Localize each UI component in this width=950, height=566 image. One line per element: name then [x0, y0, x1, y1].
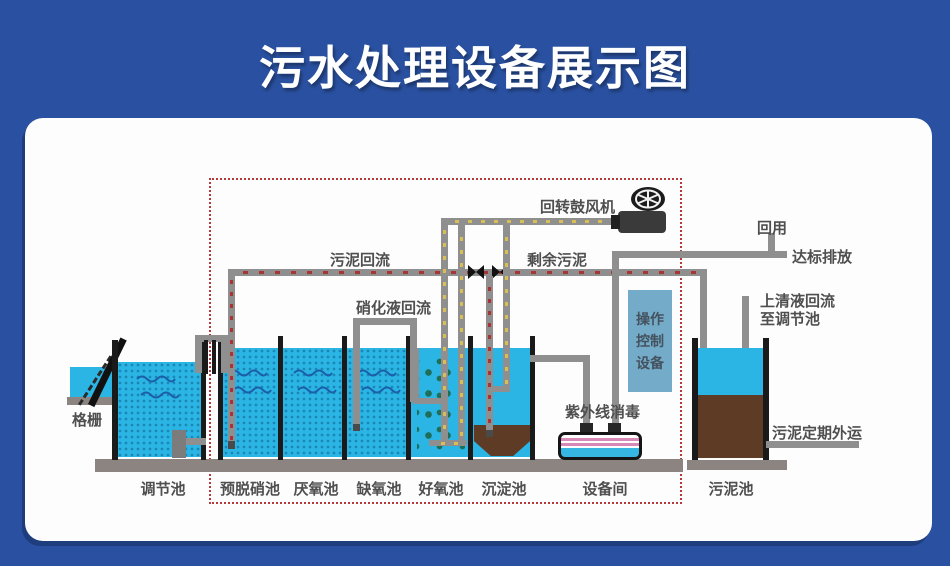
wave-icon [136, 375, 176, 383]
equipment-room-label: 设备间 [582, 481, 628, 498]
anoxic-tank-label: 缺氧池 [356, 481, 402, 498]
sludge-tank-sludge [698, 395, 763, 458]
pipe-tip [486, 430, 493, 437]
blower-body [618, 211, 666, 233]
valve-icon [468, 265, 484, 279]
sedimentation-tank-label: 沉淀池 [481, 481, 527, 498]
air-drop-pipe-1 [441, 218, 448, 440]
transfer-bridge-left-leg [195, 335, 202, 373]
supernatant-return-label-line1: 上清液回流 [760, 293, 836, 310]
aerobic-diffuser-bar [429, 440, 467, 446]
pre-denit-tank-label: 预脱硝池 [219, 481, 281, 498]
regulating-tank-label: 调节池 [140, 481, 186, 498]
nitrified-return-right-leg [410, 318, 417, 402]
control-cabinet-text-line3: 设备 [636, 355, 664, 371]
supernatant-return-label-line2: 至调节池 [760, 311, 821, 328]
air-drop-pipe-2 [458, 225, 465, 440]
sedimentation-right-wall [530, 336, 535, 460]
airlift-drop-pipe [503, 225, 510, 392]
control-cabinet: 操作 控制 设备 [628, 290, 672, 392]
supernatant-return-pipe [742, 296, 749, 388]
airlift-elbow [490, 386, 510, 392]
transfer-bridge-inner-pipe [204, 340, 208, 374]
main-base-platform [95, 459, 683, 472]
sludge-tank-right-wall [763, 338, 769, 460]
uv-pipe-collar [608, 423, 621, 434]
uv-pipe-collar [580, 423, 593, 434]
grating-label: 格栅 [72, 412, 103, 429]
wave-icon [357, 369, 397, 377]
sludge-tank-water [698, 348, 763, 397]
wave-icon [140, 391, 180, 399]
control-cabinet-text-line2: 控制 [636, 333, 664, 349]
reuse-stub-pipe [768, 233, 775, 251]
pre-denit-left-wall [218, 336, 223, 460]
sedimentation-sludge-riser [486, 276, 493, 437]
air-main-pipe [443, 218, 622, 225]
wave-icon [232, 386, 272, 394]
control-cabinet-text-line1: 操作 [636, 311, 664, 327]
transfer-bridge-top [195, 335, 228, 342]
blower-body-cap [611, 215, 620, 229]
aerobic-tank-label: 好氧池 [418, 481, 464, 498]
excess-sludge-downpipe [700, 269, 707, 385]
uv-disinfection-label: 紫外线消毒 [565, 404, 641, 421]
uv-disinfection-unit [558, 432, 642, 460]
regulating-tank-pump-outlet [186, 438, 206, 445]
sludge-return-downpipe [228, 269, 235, 445]
nitrified-return-label: 硝化液回流 [356, 300, 432, 317]
reuse-label: 回用 [757, 220, 788, 237]
wall-anaerobic-anoxic [342, 336, 347, 460]
page-title: 污水处理设备展示图 [259, 41, 691, 95]
aerobic-internal-elbow [413, 398, 448, 404]
uv-discharge-riser [612, 251, 619, 433]
transfer-bridge-inner-pipe [212, 340, 216, 374]
wave-icon [297, 386, 337, 394]
anaerobic-tank-label: 厌氧池 [293, 481, 339, 498]
regulating-tank-right-wall [201, 338, 206, 460]
pipe-tip [228, 441, 235, 449]
pipe-tip [353, 424, 360, 431]
sludge-tank-left-wall [692, 338, 698, 460]
sedimentation-outlet-pipe [530, 355, 590, 362]
wall-aerobic-sedimentation [468, 336, 473, 460]
nitrified-return-bridge-top [353, 318, 417, 325]
nitrified-return-left-leg [353, 318, 360, 430]
excess-sludge-label: 剩余污泥 [527, 252, 588, 269]
standard-discharge-label: 达标排放 [792, 249, 853, 266]
blower-fan-icon [631, 187, 665, 211]
wave-icon [228, 369, 268, 377]
transfer-bridge-right-leg [221, 335, 228, 373]
rotary-blower-label: 回转鼓风机 [540, 199, 616, 216]
regulating-tank-left-wall [112, 340, 118, 460]
sludge-haul-pipe [766, 441, 859, 448]
wall-pre-denit-anaerobic [278, 336, 283, 460]
anaerobic-water [283, 348, 342, 457]
uv-feed-downpipe [583, 355, 590, 433]
wall-anoxic-aerobic [406, 336, 411, 460]
sludge-return-pipe [228, 269, 707, 276]
regulating-tank-pump [172, 430, 186, 458]
sludge-return-label: 污泥回流 [330, 252, 391, 269]
wave-icon [293, 369, 333, 377]
sludge-haul-label: 污泥定期外运 [772, 425, 863, 442]
sludge-tank-base-platform [687, 460, 787, 470]
discharge-pipe [612, 251, 787, 258]
wave-icon [361, 386, 401, 394]
sludge-tank-label: 污泥池 [708, 481, 754, 498]
